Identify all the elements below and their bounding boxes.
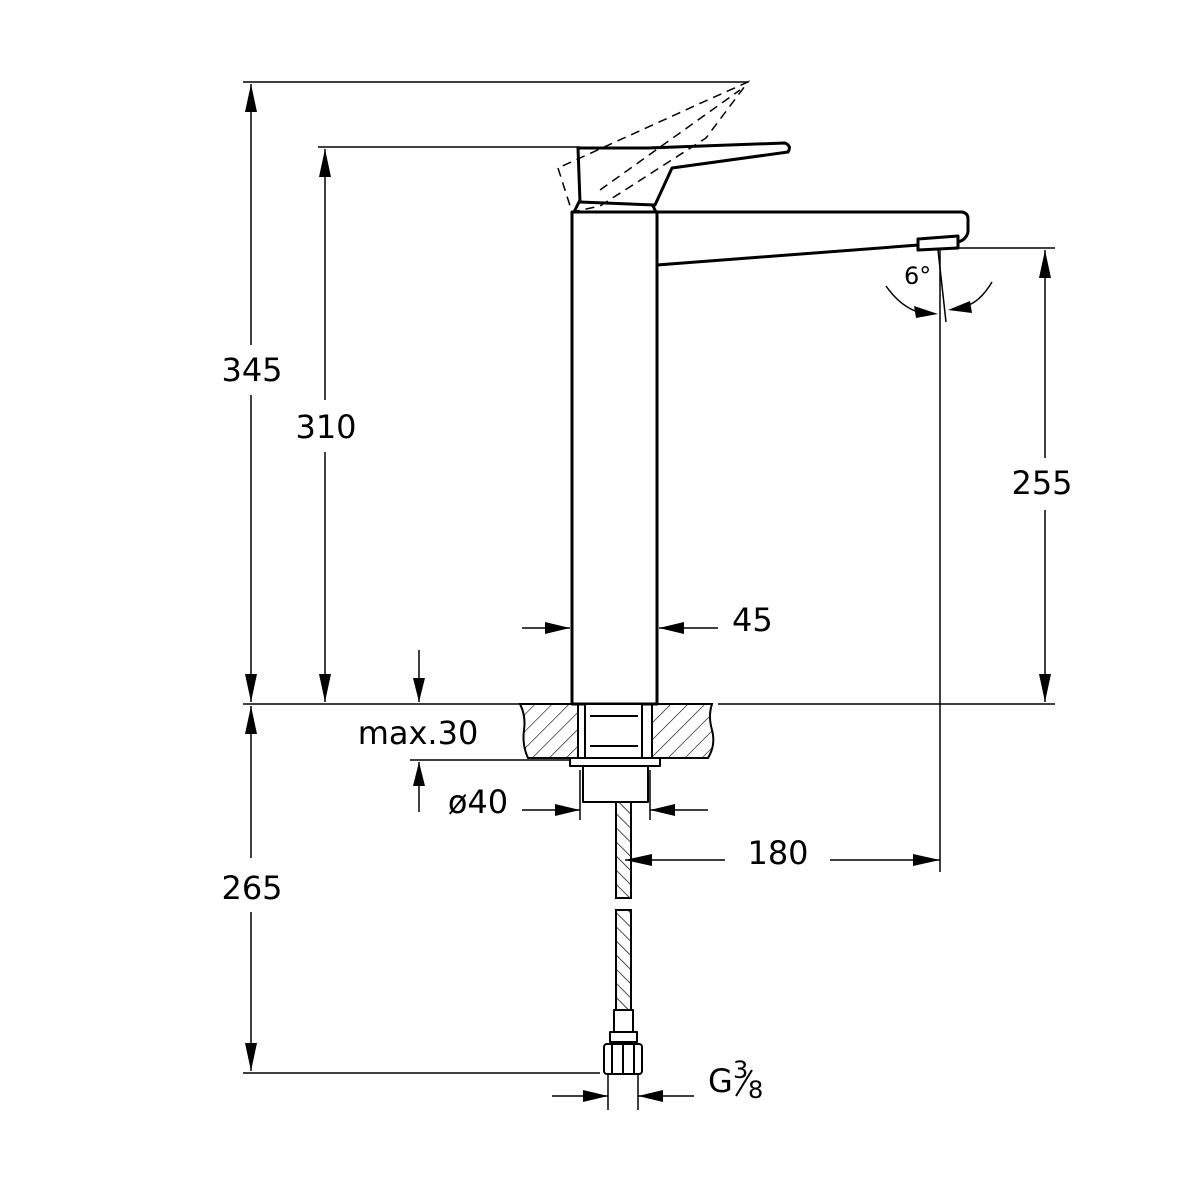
dimension-label-45: 45: [732, 601, 773, 639]
dimension-max30: max.30: [358, 650, 479, 812]
spout: [655, 210, 970, 267]
thread-denominator: 8: [748, 1076, 763, 1104]
angle-label: 6°: [904, 262, 931, 290]
faucet-body: [570, 210, 659, 706]
countertop-section: [518, 703, 715, 759]
dimension-255: 255: [1011, 250, 1073, 702]
mounting-shank: [569, 703, 661, 803]
dimension-label-265: 265: [221, 869, 282, 907]
dimension-265: 265: [221, 706, 283, 1071]
flexible-hose: [603, 801, 643, 1075]
dimension-label-max30: max.30: [358, 714, 479, 752]
thread-numerator: 3: [733, 1056, 748, 1084]
dimension-label-345: 345: [221, 351, 282, 389]
dimension-45: 45: [522, 601, 773, 639]
extension-lines: [243, 81, 1055, 1074]
dimension-thread: G 3 8: [552, 1056, 763, 1110]
spout-angle: 6°: [885, 249, 993, 323]
dimension-label-180: 180: [747, 834, 808, 872]
lever-handle: [557, 80, 791, 214]
dimension-label-255: 255: [1011, 464, 1072, 502]
dimension-345: 345: [221, 84, 283, 702]
dimension-label-thread: G: [708, 1062, 733, 1100]
dimension-label-diameter-40: ø40: [448, 783, 508, 821]
dimension-310: 310: [295, 149, 357, 702]
dimension-180: 180: [625, 834, 940, 872]
dimension-diameter-40: ø40: [448, 770, 708, 821]
dimension-label-310: 310: [295, 408, 356, 446]
